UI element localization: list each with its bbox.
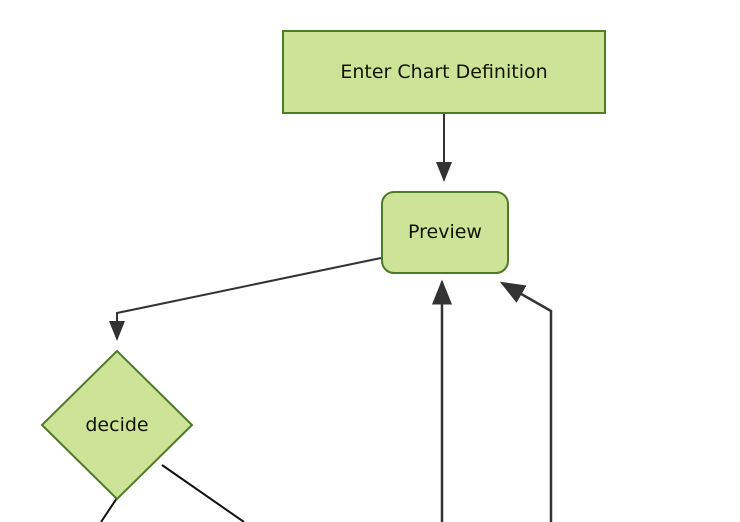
edge-preview-to-decide [109,257,382,341]
node-preview[interactable] [381,191,509,274]
node-layer [40,30,606,501]
node-decide[interactable] [40,349,194,501]
node-enter-chart-definition[interactable] [282,30,606,114]
edge-layer [100,114,553,522]
edge-decide-branch-left [100,497,118,522]
edge-incoming-diagonal-to-preview [499,281,553,522]
edge-decide-branch-right [161,464,245,522]
